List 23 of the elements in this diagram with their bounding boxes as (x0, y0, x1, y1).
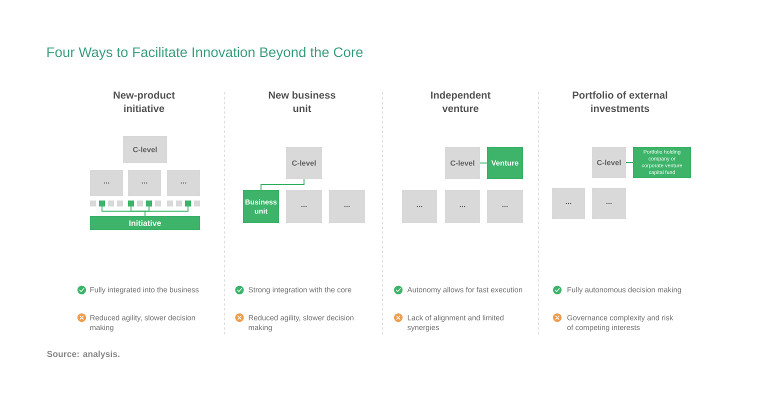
small-square (146, 200, 152, 206)
small-square (194, 200, 200, 206)
connector-line (144, 206, 188, 216)
small-square (137, 200, 143, 206)
small-square (117, 200, 123, 206)
initiative-bar: Initiative (90, 216, 200, 230)
small-square (185, 200, 191, 206)
small-square (128, 200, 134, 206)
small-square (176, 200, 182, 206)
column-heading: Portfolio of external investments (572, 91, 668, 112)
connector-line (480, 162, 488, 164)
column-heading: New business unit (268, 91, 336, 112)
source-note: Source: analysis. (47, 350, 120, 359)
small-square (90, 200, 96, 206)
small-square (155, 200, 161, 206)
column-heading: New-product initiative (114, 91, 175, 112)
small-square (167, 200, 173, 206)
connector-line (260, 178, 304, 190)
column-heading: Independent venture (431, 91, 491, 112)
title: Four Ways to Facilitate Innovation Beyond the Core (47, 46, 363, 60)
small-square (108, 200, 114, 206)
small-square (99, 200, 105, 206)
connector-line (626, 162, 634, 163)
